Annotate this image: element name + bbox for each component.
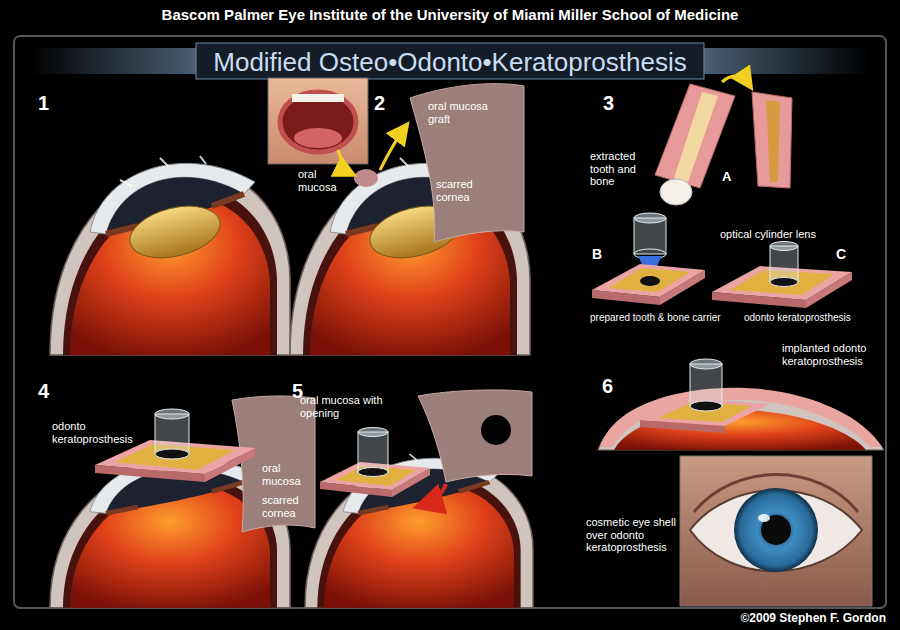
part-label: scarred cornea bbox=[262, 494, 312, 519]
carrier bbox=[592, 264, 705, 305]
part-label: cosmetic eye shell over odonto keratopro… bbox=[586, 516, 678, 554]
step-letter: A bbox=[722, 170, 731, 185]
mucosa-with-hole bbox=[418, 390, 532, 506]
step-letter: C bbox=[836, 246, 846, 262]
cosmetic-eye bbox=[680, 456, 872, 606]
part-label: prepared tooth & bone carrier bbox=[590, 312, 721, 324]
callout-number: 4 bbox=[38, 380, 49, 403]
part-label: implanted odonto keratoprosthesis bbox=[782, 342, 882, 367]
part-label: odonto keratoprosthesis bbox=[52, 420, 148, 445]
callout-number: 3 bbox=[603, 92, 614, 115]
part-label: oral mucosa with opening bbox=[300, 394, 412, 419]
mucosa-piece bbox=[354, 169, 378, 187]
part-label: oral mucosa bbox=[298, 168, 348, 193]
mucosa-graft bbox=[410, 84, 524, 242]
part-label: oral mucosa graft bbox=[428, 100, 490, 125]
carrier bbox=[712, 242, 852, 309]
step-letter: B bbox=[592, 246, 602, 262]
tooth-bone bbox=[655, 76, 792, 205]
eye-section bbox=[50, 156, 290, 355]
callout-number: 2 bbox=[374, 92, 385, 115]
callout-number: 1 bbox=[38, 92, 49, 115]
eye-section bbox=[305, 452, 533, 607]
callout-number: 6 bbox=[602, 375, 613, 398]
copyright-caption: ©2009 Stephen F. Gordon bbox=[0, 612, 886, 626]
part-label: oral mucosa bbox=[262, 462, 312, 487]
part-label: extracted tooth and bone bbox=[590, 150, 652, 188]
arrow bbox=[338, 150, 352, 174]
institute-header: Bascom Palmer Eye Institute of the Unive… bbox=[0, 6, 900, 23]
part-label: optical cylinder lens bbox=[720, 228, 816, 241]
diagram-title: Modified Osteo•Odonto•Keratoprosthesis bbox=[0, 44, 900, 80]
arrow bbox=[380, 126, 406, 170]
mouth-inset bbox=[268, 78, 368, 164]
carrier bbox=[320, 428, 430, 498]
part-label: odonto keratoprosthesis bbox=[744, 312, 851, 324]
part-label: scarred cornea bbox=[436, 178, 498, 203]
implanted-eye bbox=[598, 359, 884, 450]
carrier bbox=[95, 409, 255, 482]
